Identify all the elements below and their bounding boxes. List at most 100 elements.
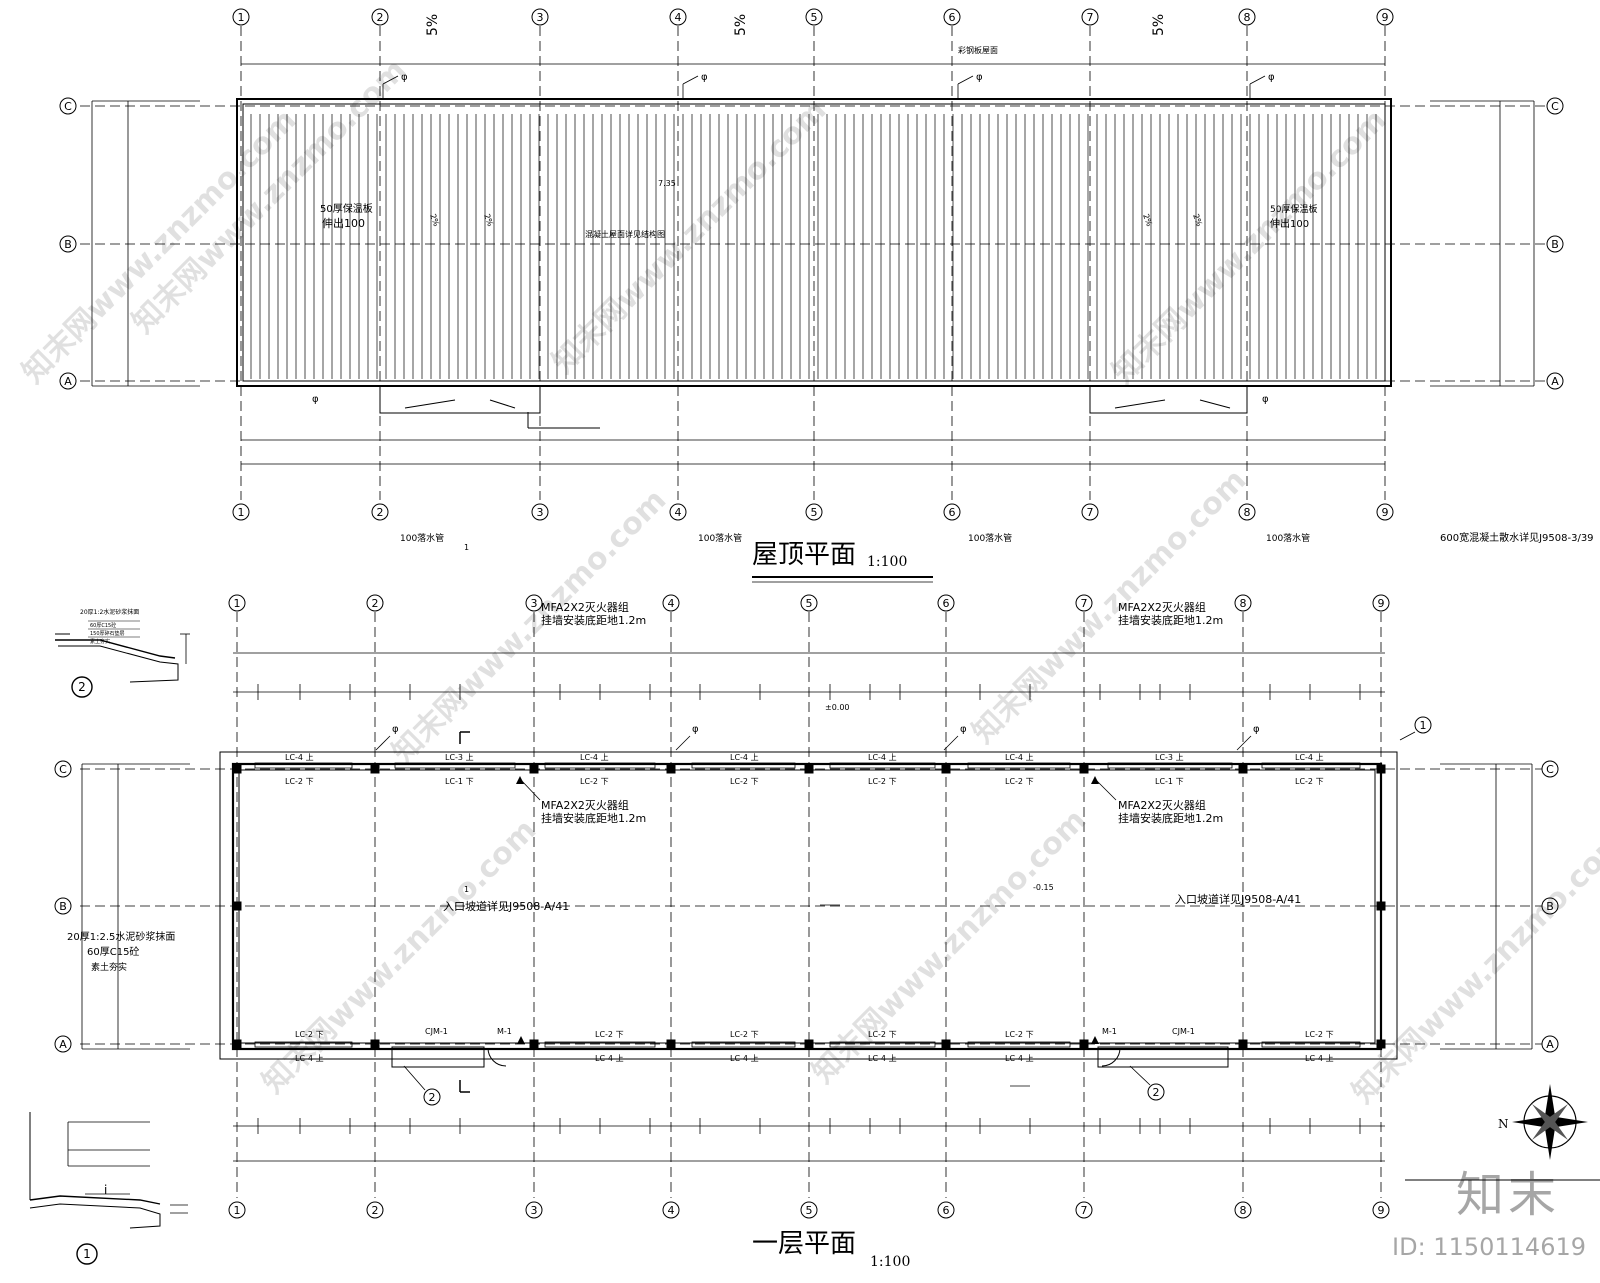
extinguisher-note: MFA2X2灭火器组: [541, 600, 629, 614]
grid-bubble-6: 6: [949, 506, 956, 519]
leader-line: [943, 735, 959, 751]
section-marker: 2: [429, 1091, 436, 1104]
detail-slope: [55, 639, 176, 659]
grid-row-bubble: A: [1546, 1038, 1554, 1051]
roof-note: 50厚保温板: [320, 202, 373, 215]
level-label: ±0.00: [825, 703, 850, 712]
section-marker: 1: [1420, 719, 1427, 732]
entry-canopy: [1097, 1046, 1229, 1068]
door-label: M-1: [1102, 1027, 1117, 1036]
grid-bubble-1-circle: [232, 503, 250, 521]
grid-bubble-2: 2: [377, 506, 384, 519]
window-label: LC-2 下: [868, 777, 897, 786]
grid-row-bubble: B: [1551, 238, 1559, 251]
window-label: LC-4 上: [1005, 1054, 1034, 1063]
structural-column: [529, 1039, 539, 1049]
grid-bubble-9-circle: [1376, 8, 1394, 26]
grid-row-bubble-circle: [54, 760, 72, 778]
grid-bubble-3-circle: [531, 8, 549, 26]
grid-bubble-4-circle: [662, 1201, 680, 1219]
window-label: LC-4 上: [285, 753, 314, 762]
roof-slope-label: 5%: [733, 14, 749, 36]
leader-line: [957, 75, 974, 85]
structural-column: [1238, 764, 1248, 774]
structural-column: [1238, 1039, 1248, 1049]
floor-plan-title: 一层平面: [752, 1229, 856, 1259]
downpipe-note: 100落水管: [698, 532, 742, 544]
roof-footnote: 600宽混凝土散水详见J9508-3/39: [1440, 531, 1594, 544]
window-label: LC-4 上: [868, 753, 897, 762]
grid-row-bubble: B: [59, 900, 67, 913]
window-label: LC-1 下: [1155, 777, 1184, 786]
detail-number: 2: [78, 680, 86, 694]
pipe-symbol-icon: φ: [1262, 394, 1269, 405]
window-label: LC-4 上: [868, 1054, 897, 1063]
pipe-symbol-icon: φ: [976, 72, 983, 83]
brand-watermark: 知末: [1455, 1167, 1560, 1223]
window-label: LC-3 上: [445, 753, 474, 762]
structural-column: [804, 1039, 814, 1049]
grid-row-bubble-circle: [59, 97, 77, 115]
structural-column: [1079, 1039, 1089, 1049]
grid-row-bubble: B: [1546, 900, 1554, 913]
detail-text: 60厚C15砼: [90, 622, 116, 629]
downpipe-note: 100落水管: [968, 532, 1012, 544]
grid-row-bubble: A: [1551, 375, 1559, 388]
window-symbol: [394, 762, 516, 769]
leader-line: [1095, 779, 1117, 801]
roof-outline: [236, 98, 1392, 387]
door-swing: [1101, 1047, 1121, 1067]
structural-column: [1376, 1039, 1386, 1049]
extinguisher-note: 挂墙安装底距地1.2m: [541, 811, 646, 825]
roof-top-note: 彩钢板屋面: [958, 45, 998, 55]
door-label: CJM-1: [425, 1027, 448, 1036]
roof-slope-mark: 2%: [482, 213, 495, 228]
extinguisher-note: 挂墙安装底距地1.2m: [1118, 811, 1223, 825]
window-label: LC-2 下: [285, 777, 314, 786]
leader-line: [1249, 75, 1266, 85]
window-symbol: [967, 1041, 1071, 1048]
grid-bubble-2: 2: [377, 11, 384, 24]
pipe-symbol-icon: φ: [312, 394, 319, 405]
window-label: LC-2 下: [1295, 777, 1324, 786]
window-symbol: [1261, 762, 1361, 769]
grid-bubble-5-circle: [800, 594, 818, 612]
floor-wall-outline: [231, 762, 1383, 1051]
grid-bubble-4: 4: [675, 11, 682, 24]
window-symbol: [691, 1041, 796, 1048]
pipe-symbol-icon: φ: [1268, 72, 1275, 83]
detail-slope: [29, 1203, 161, 1229]
grid-bubble-9-circle: [1372, 1201, 1390, 1219]
roof-slope-mark: 2%: [1191, 213, 1204, 228]
entry-canopy: [391, 1046, 485, 1068]
extinguisher-icon: [517, 1036, 525, 1044]
id-watermark: ID: 1150114619: [1392, 1233, 1586, 1261]
grid-bubble-2-circle: [371, 8, 389, 26]
window-label: LC-4 上: [295, 1054, 324, 1063]
structural-column: [941, 764, 951, 774]
grid-bubble-8-circle: [1238, 503, 1256, 521]
extinguisher-icon: [1091, 1036, 1099, 1044]
grid-bubble-8-circle: [1238, 8, 1256, 26]
grid-row-bubble: C: [1546, 763, 1554, 776]
detail-bubble: [76, 1243, 98, 1265]
window-label: LC-4 上: [580, 753, 609, 762]
window-label: LC-2 下: [868, 1030, 897, 1039]
grid-bubble-8-circle: [1234, 1201, 1252, 1219]
pipe-symbol-icon: φ: [701, 72, 708, 83]
grid-bubble-6: 6: [943, 1204, 950, 1217]
structural-column: [1079, 764, 1089, 774]
grid-row-bubble-circle: [54, 1035, 72, 1053]
grid-bubble-3-circle: [525, 594, 543, 612]
canopy-slope: [404, 399, 456, 409]
extinguisher-note: 挂墙安装底距地1.2m: [1118, 613, 1223, 627]
grid-row-bubble: B: [64, 238, 72, 251]
grid-bubble-1: 1: [234, 1204, 241, 1217]
section-marker-circle: [1414, 716, 1432, 734]
window-label: LC-2 下: [295, 1030, 324, 1039]
grid-row-bubble-circle: [1541, 760, 1559, 778]
section-marker: 2: [1153, 1086, 1160, 1099]
extinguisher-icon: [516, 776, 524, 784]
structural-column: [370, 1039, 380, 1049]
window-label: LC-2 下: [730, 1030, 759, 1039]
